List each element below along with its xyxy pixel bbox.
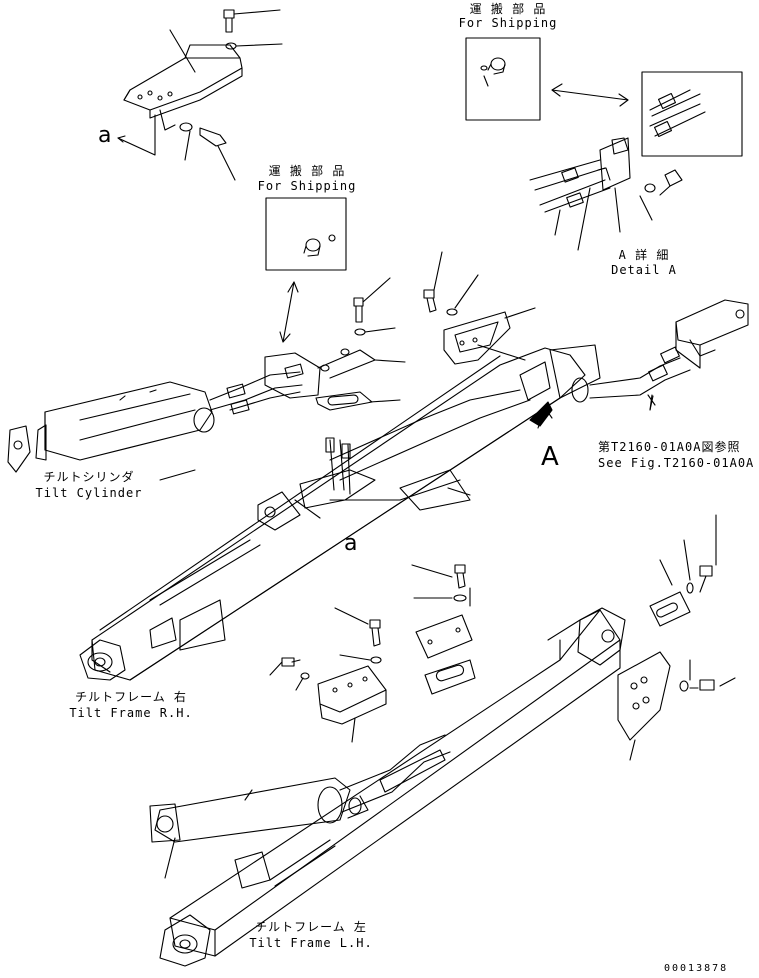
mid-cover-plate [264,277,406,411]
tilt-frame-rh [79,299,749,681]
tilt-frame-lh-jp: チルトフレーム 左 [255,920,367,934]
tilt-cylinder [7,363,304,473]
see-fig-jp: 第T2160-01A0A図参照 [598,440,741,454]
tilt-frame-rh-jp: チルトフレーム 右 [75,690,187,704]
tilt-frame-lh [149,514,736,967]
shipping-mid-en: For Shipping [257,179,357,193]
leader-lines [159,394,653,481]
detail-a-jp: A 詳 細 [618,248,670,262]
detail-a-assembly [529,71,743,251]
shipping-top-jp: 運 搬 部 品 [469,2,547,16]
shipping-box-mid [265,197,347,343]
sheet-number: 00013878 [664,963,729,974]
see-fig-en: See Fig.T2160-01A0A [598,456,755,470]
tilt-frame-lh-en: Tilt Frame L.H. [249,936,373,950]
view-marker-A-label: A [541,442,559,472]
top-cover-assembly [117,9,283,181]
view-marker-a-top: a [98,123,111,148]
tilt-frame-rh-en: Tilt Frame R.H. [69,706,193,720]
shipping-top-en: For Shipping [458,16,558,30]
shipping-mid-jp: 運 搬 部 品 [268,164,346,178]
shipping-box-top [465,37,629,121]
hose-clamp-bracket [423,251,536,365]
detail-a-en: Detail A [611,263,677,277]
tilt-cylinder-en: Tilt Cylinder [35,486,143,500]
tilt-cylinder-jp: チルトシリンダ [43,470,135,484]
view-arrow-A [529,401,553,427]
lower-plates [269,564,476,743]
view-marker-a-frame: a [344,531,357,556]
